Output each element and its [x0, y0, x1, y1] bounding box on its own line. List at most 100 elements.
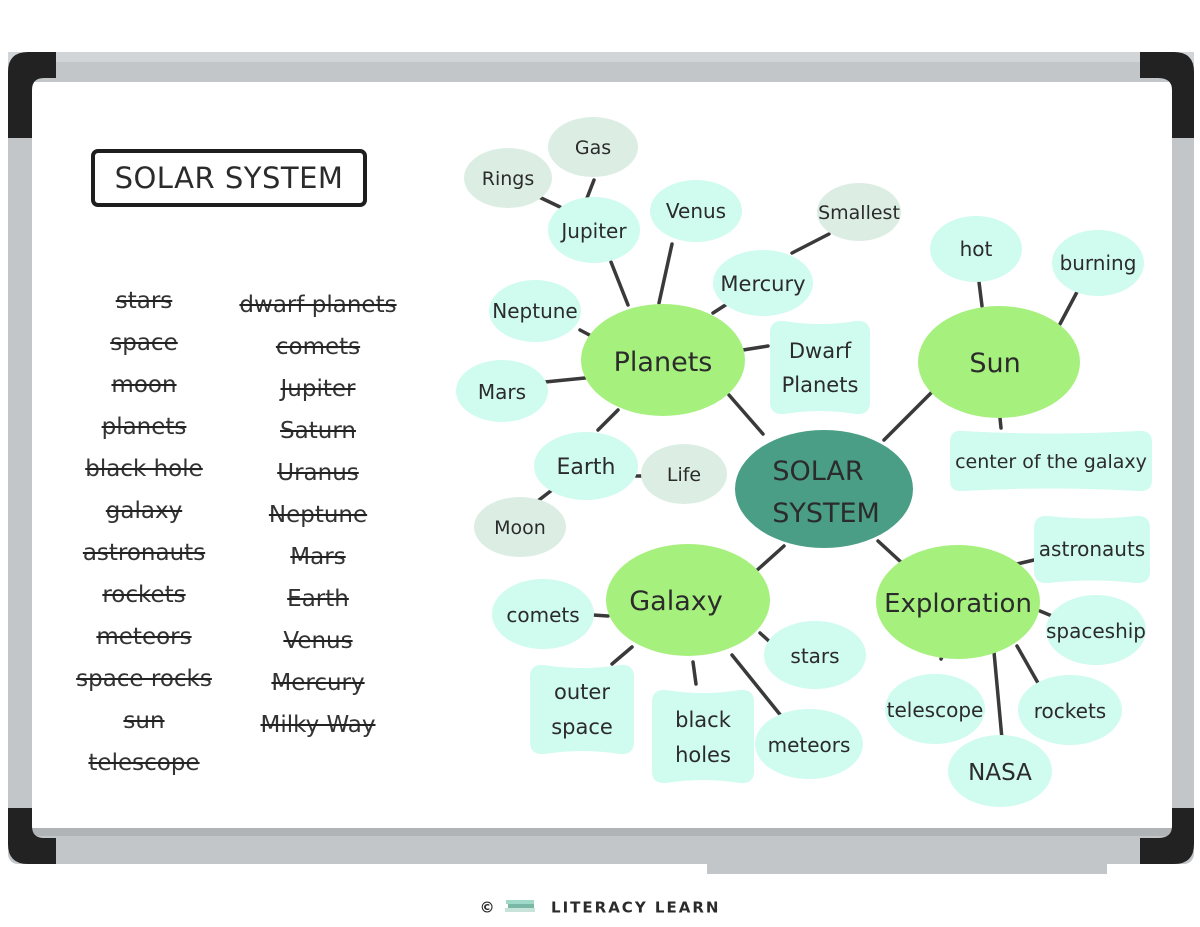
center-node	[735, 430, 913, 548]
column1-word: sun	[64, 700, 224, 742]
column2-word-text: Milky Way	[260, 712, 376, 738]
smallest-node	[817, 183, 901, 241]
nasa-node	[948, 735, 1052, 807]
column1-word: rockets	[64, 574, 224, 616]
dwarf-planets-label-2: Planets	[782, 373, 859, 397]
column2-word-text: Mercury	[271, 670, 365, 696]
column2-word-text: dwarf planets	[239, 292, 397, 318]
venus-label: Venus	[666, 199, 726, 223]
comets-node	[492, 579, 594, 649]
column1-word-text: sun	[123, 708, 165, 734]
column2-word: Saturn	[218, 410, 418, 452]
black-holes-label-1: black	[675, 708, 732, 732]
column1-word: moon	[64, 364, 224, 406]
column2-word-text: Neptune	[268, 502, 368, 528]
center-of-galaxy-node	[950, 430, 1152, 492]
astronauts-label: astronauts	[1039, 537, 1145, 561]
brand-name: LITERACY LEARN	[551, 898, 721, 917]
meteors-node	[755, 709, 863, 779]
column2-word-text: comets	[275, 334, 361, 360]
comets-label: comets	[506, 603, 579, 627]
rockets-label: rockets	[1034, 699, 1106, 723]
dwarf-planets-node	[770, 320, 870, 415]
jupiter-node	[548, 197, 640, 263]
black-holes-label-2: holes	[675, 743, 731, 767]
page-title: SOLAR SYSTEM	[91, 149, 367, 207]
rings-label: Rings	[482, 168, 534, 190]
outer-space-label-2: space	[551, 715, 613, 739]
column1-word: stars	[64, 280, 224, 322]
jupiter-label: Jupiter	[559, 219, 627, 243]
telescope-label: telescope	[887, 698, 984, 722]
gas-node	[548, 117, 638, 177]
column1-word: telescope	[64, 742, 224, 784]
center-of-galaxy-label: center of the galaxy	[955, 451, 1147, 473]
column1-word-text: astronauts	[82, 540, 206, 566]
column1-word-text: space	[110, 330, 178, 356]
column2-word: Neptune	[218, 494, 418, 536]
column1-word: astronauts	[64, 532, 224, 574]
smallest-label: Smallest	[818, 202, 900, 224]
rings-node	[464, 148, 552, 208]
column2-word: Uranus	[218, 452, 418, 494]
column1-word: galaxy	[64, 490, 224, 532]
exploration-node	[876, 545, 1040, 659]
column2-word: Jupiter	[218, 368, 418, 410]
column1-word-text: meteors	[96, 624, 192, 650]
column2-word: Earth	[218, 578, 418, 620]
earth-label: Earth	[557, 455, 616, 480]
moon-label: Moon	[494, 517, 546, 539]
spaceship-label: spaceship	[1046, 619, 1146, 643]
mars-label: Mars	[478, 380, 526, 404]
spaceship-node	[1046, 595, 1146, 665]
stars-node	[764, 621, 866, 689]
mars-node	[456, 360, 548, 422]
neptune-node	[489, 280, 581, 342]
burning-node	[1052, 230, 1144, 296]
column1-word: space rocks	[64, 658, 224, 700]
column2-word: dwarf planets	[218, 284, 418, 326]
stars-label: stars	[790, 644, 839, 668]
planets-node	[581, 304, 745, 416]
books-logo-icon	[504, 898, 538, 918]
exploration-label: Exploration	[884, 589, 1032, 619]
column2-word-text: Uranus	[277, 460, 359, 486]
column1-word-text: telescope	[88, 750, 200, 776]
mercury-node	[713, 250, 813, 316]
column2-word-text: Saturn	[280, 418, 356, 444]
black-holes-node	[652, 689, 754, 784]
telescope-node	[885, 674, 985, 744]
column2-word: Milky Way	[218, 704, 418, 746]
marker-tray	[707, 852, 1107, 874]
column1-word: meteors	[64, 616, 224, 658]
copyright-symbol: ©	[479, 898, 497, 917]
outer-space-label-1: outer	[554, 680, 610, 704]
outer-space-node	[530, 664, 634, 755]
mercury-label: Mercury	[720, 272, 805, 296]
column1-word-text: black hole	[85, 456, 203, 482]
column2-word: Mercury	[218, 662, 418, 704]
column1-word-text: space rocks	[76, 666, 212, 692]
column1-word-text: galaxy	[105, 498, 183, 524]
galaxy-label: Galaxy	[629, 586, 722, 617]
column1-word-text: rockets	[102, 582, 186, 608]
sun-node	[918, 306, 1080, 418]
column1-word: black hole	[64, 448, 224, 490]
column2-word: comets	[218, 326, 418, 368]
dwarf-planets-label-1: Dwarf	[789, 339, 852, 363]
planets-label: Planets	[614, 347, 713, 378]
moon-node	[474, 497, 566, 557]
earth-node	[534, 432, 638, 500]
column1-word-text: planets	[101, 414, 187, 440]
venus-node	[650, 180, 742, 242]
nasa-label: NASA	[968, 760, 1032, 786]
sun-label: Sun	[969, 348, 1020, 379]
neptune-label: Neptune	[492, 299, 577, 323]
gas-label: Gas	[575, 137, 611, 159]
galaxy-node	[606, 544, 770, 656]
center-label-2: SYSTEM	[772, 498, 880, 529]
meteors-label: meteors	[768, 733, 851, 757]
hot-node	[930, 216, 1022, 282]
rockets-node	[1018, 675, 1122, 745]
